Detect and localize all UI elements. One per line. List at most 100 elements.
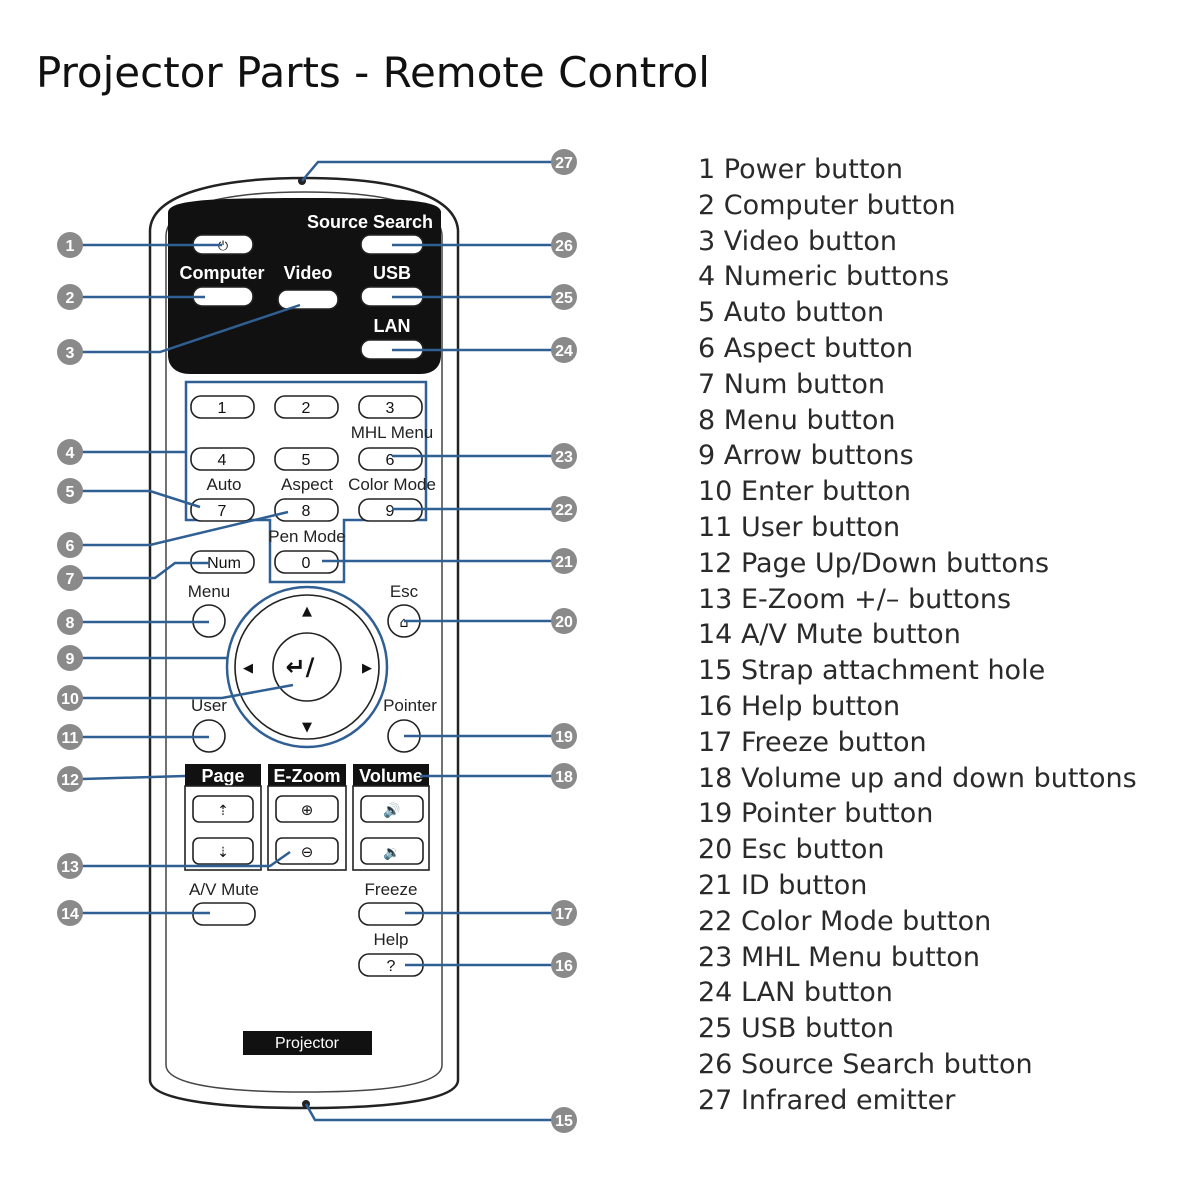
parts-list-item: 25 USB button [698,1013,895,1045]
volume-block [352,785,430,871]
callout-2 [57,284,83,310]
num-key-8[interactable] [274,498,339,522]
num-key-9-label: 9 [386,503,395,520]
callout-19 [551,723,577,749]
callout-10 [57,685,83,711]
page-title: Projector Parts - Remote Control [36,48,710,97]
num-key-2[interactable] [274,395,339,419]
projector-label: Projector [275,1035,340,1052]
callout-24-num: 24 [555,343,573,360]
arrow-up-icon[interactable]: ▲ [302,604,312,619]
num-key-7-label: 7 [218,503,227,520]
arrow-down-icon[interactable]: ▼ [302,720,312,735]
callout-15-num: 15 [555,1113,573,1130]
callout-25 [551,284,577,310]
ezoom-out-button[interactable] [275,837,339,865]
callout-21-num: 21 [555,554,573,571]
num-key-7[interactable] [190,498,255,522]
parts-list-item: 17 Freeze button [698,726,927,758]
parts-list-item: 27 Infrared emitter [698,1084,956,1116]
num-key-1[interactable] [190,395,255,419]
arrow-right-icon[interactable]: ▶ [362,661,372,676]
parts-list-item: 11 User button [698,511,901,543]
callout-8-num: 8 [66,615,75,632]
callout-3-num: 3 [66,345,75,362]
callout-9 [57,645,83,671]
parts-list-item: 15 Strap attachment hole [698,655,1046,687]
volume-label: Volume [359,766,423,786]
help-key-label: ? [387,958,396,975]
volume-down-button[interactable] [360,837,424,865]
source-search-label: Source Search [307,212,433,232]
callout-26-num: 26 [555,238,573,255]
callout-11-num: 11 [62,730,79,747]
page-down-icon: ⇣ [217,845,229,861]
parts-list-item: 19 Pointer button [698,798,934,830]
parts-list-item: 4 Numeric buttons [698,261,950,293]
parts-list-item: 16 Help button [698,690,901,722]
parts-list-item: 26 Source Search button [698,1048,1033,1080]
callout-10-num: 10 [61,691,79,708]
pen-mode-label: Pen Mode [268,527,346,546]
projector-plate [243,1031,372,1055]
av-mute-label: A/V Mute [189,880,259,899]
power-icon: ⏻ [218,239,228,254]
callout-6-num: 6 [66,538,75,555]
ezoom-header [268,764,346,786]
page-up-button[interactable] [192,795,254,823]
callout-2-num: 2 [66,290,75,307]
callout-6 [57,532,83,558]
callout-12 [57,766,83,792]
user-label: User [191,696,227,715]
page-header [185,764,261,786]
callout-4-num: 4 [66,445,75,462]
callout-24 [551,337,577,363]
callout-27-num: 27 [555,155,573,172]
num-key-3[interactable] [358,395,423,419]
parts-list-item: 5 Auto button [698,297,885,329]
callout-21 [551,548,577,574]
arrow-pad-inner [234,594,380,740]
callout-1-num: 1 [66,238,75,255]
parts-list-item: 13 E-Zoom +/– buttons [698,583,1012,615]
num-key-6[interactable] [358,447,423,471]
num-key-2-label: 2 [302,400,311,417]
page-down-button[interactable] [192,837,254,865]
lan-label: LAN [374,316,411,336]
callout-18-num: 18 [555,769,573,786]
parts-list-item: 14 A/V Mute button [698,619,961,651]
callout-8 [57,609,83,635]
parts-list-item: 7 Num button [698,368,886,400]
callout-13-num: 13 [61,859,79,876]
callout-17 [551,900,577,926]
page-up-icon: ⇡ [217,803,229,819]
page-block [184,785,262,871]
parts-list-item: 12 Page Up/Down buttons [698,547,1050,579]
callout-23 [551,443,577,469]
callout-17-num: 17 [555,906,573,923]
parts-list-item: 23 MHL Menu button [698,941,980,973]
ezoom-label: E-Zoom [274,766,341,786]
video-button[interactable] [277,289,339,310]
arrow-left-icon[interactable]: ◀ [243,661,253,676]
num-key-4[interactable] [190,447,255,471]
enter-icon: ↵/ [286,653,315,681]
auto-label: Auto [207,475,242,494]
num-key-5-label: 5 [302,452,311,469]
num-key-5[interactable] [274,447,339,471]
parts-list: 1 Power button 2 Computer button 3 Video… [698,152,1137,1119]
callout-12-num: 12 [61,772,79,789]
callout-3 [57,339,83,365]
callout-16-num: 16 [555,958,573,975]
ezoom-in-button[interactable] [275,795,339,823]
volume-up-icon: 🔊 [383,801,400,819]
mhl-menu-label: MHL Menu [351,423,434,442]
callout-16 [551,952,577,978]
callout-15 [551,1107,577,1133]
video-label: Video [284,263,333,283]
enter-button[interactable] [272,632,342,702]
volume-up-button[interactable] [360,795,424,823]
num-key-8-label: 8 [302,503,311,520]
num-key-6-label: 6 [386,452,395,469]
